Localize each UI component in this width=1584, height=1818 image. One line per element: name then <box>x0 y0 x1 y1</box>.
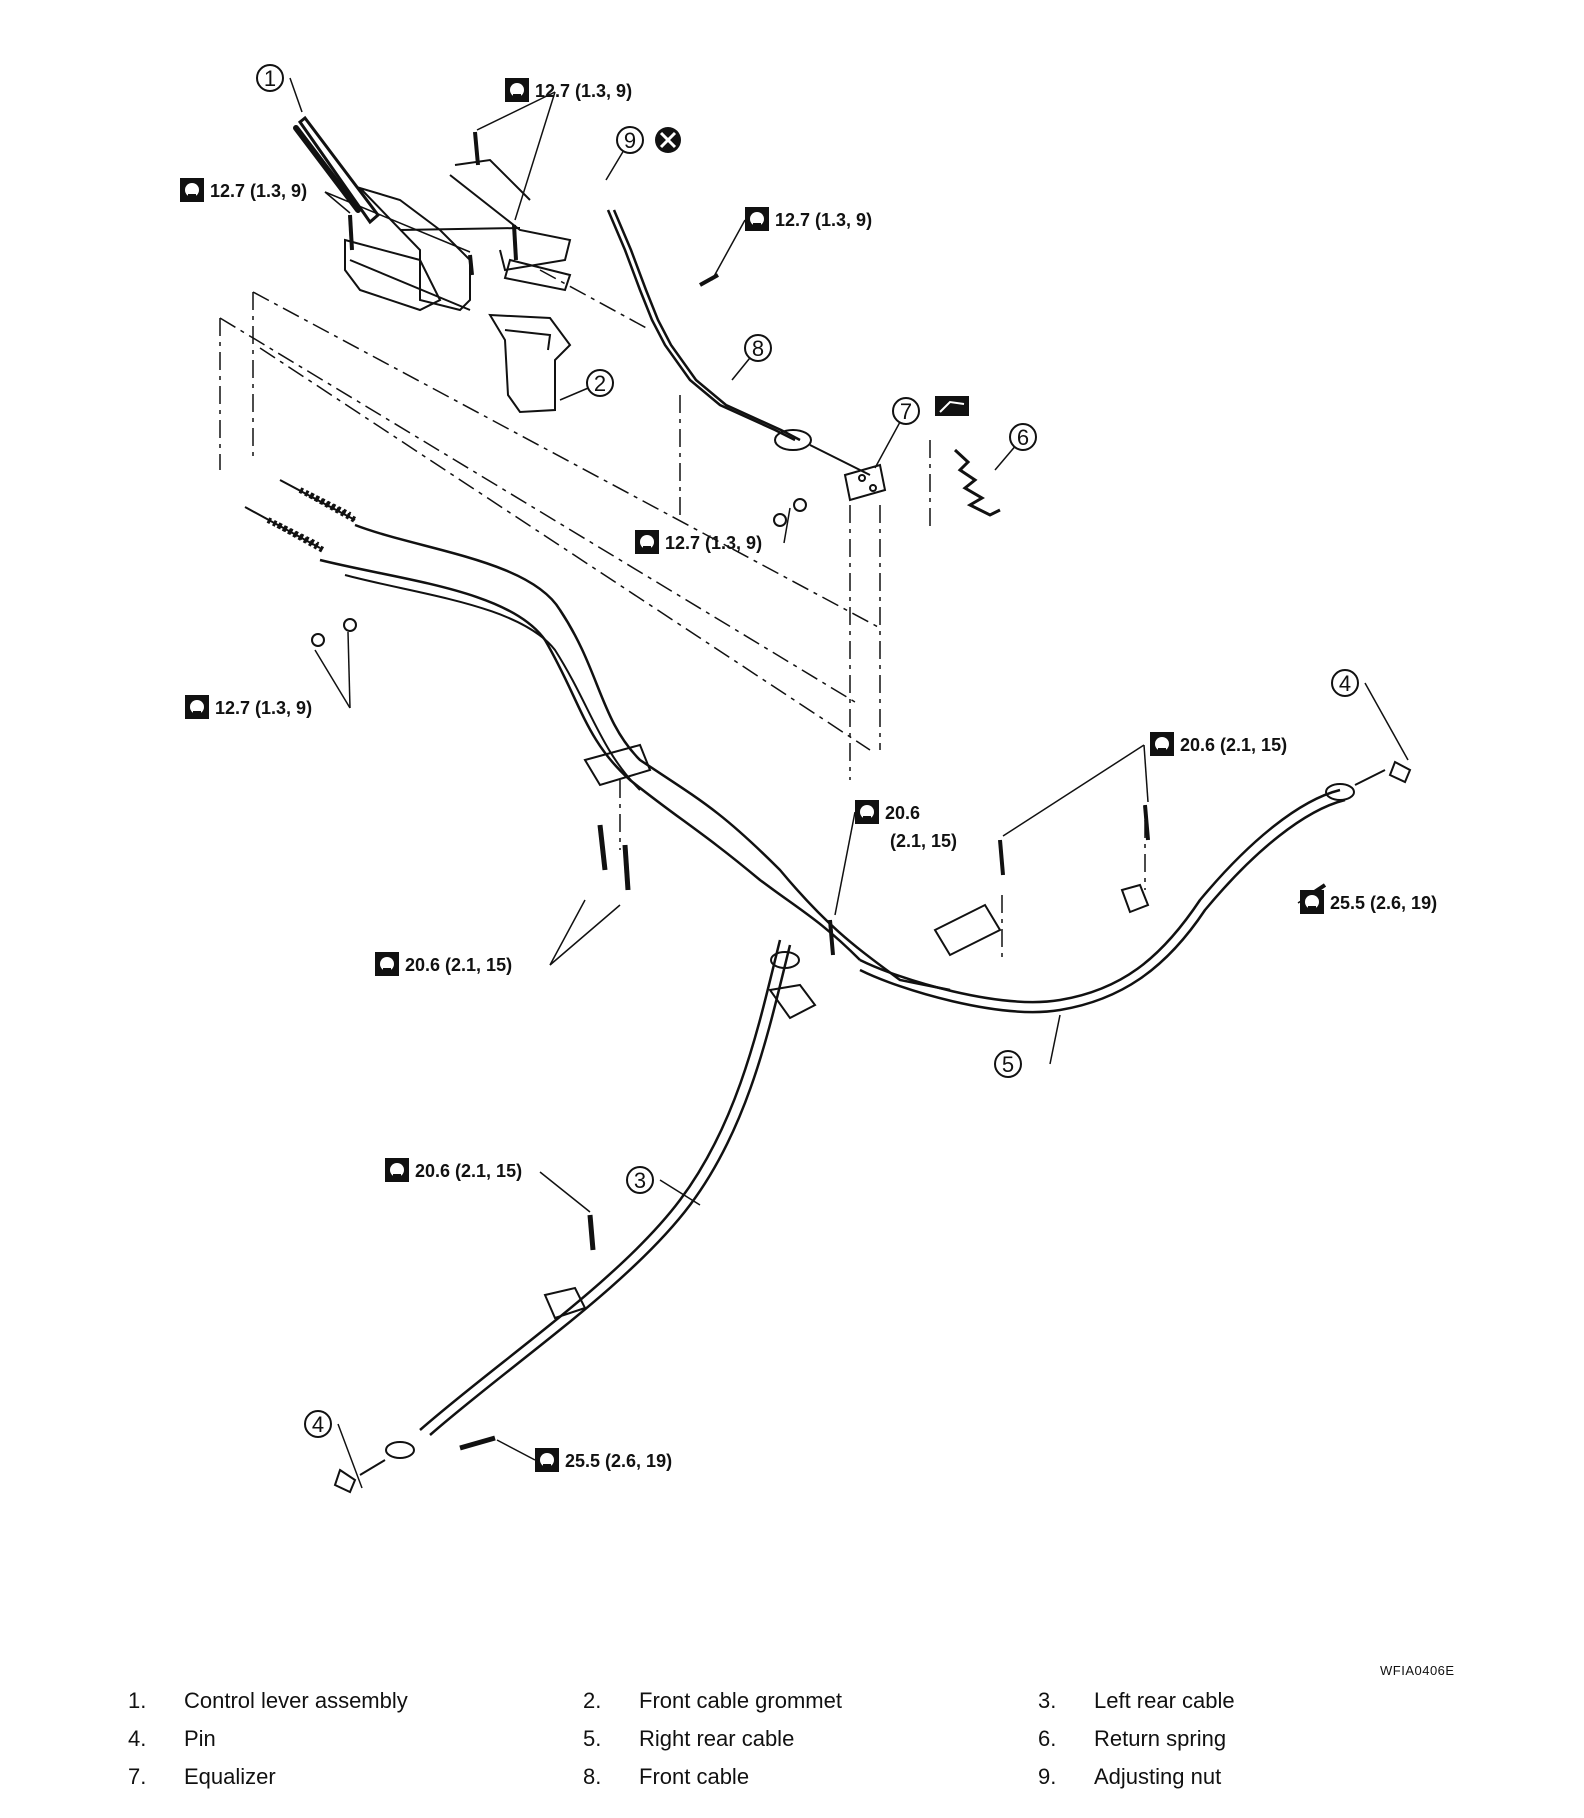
svg-text:5: 5 <box>1002 1052 1014 1077</box>
legend-item: 4.Pin <box>128 1726 216 1751</box>
legend-row: 4.Pin 5.Right rear cable 6.Return spring <box>128 1720 1528 1758</box>
callout-7: 7 <box>892 397 920 425</box>
equalizer <box>843 463 887 502</box>
callout-8: 8 <box>744 334 772 362</box>
torque-label-front-cable-nut: 12.7 (1.3, 9) <box>635 530 762 554</box>
legend-item: 2.Front cable grommet <box>583 1688 842 1713</box>
svg-text:(2.1, 15): (2.1, 15) <box>890 831 957 851</box>
torque-label-lever-top: 12.7 (1.3, 9) <box>505 78 632 102</box>
callout-4-rear: 4 <box>1331 669 1359 697</box>
torque-label-lever-left: 12.7 (1.3, 9) <box>180 178 307 202</box>
svg-text:12.7 (1.3, 9): 12.7 (1.3, 9) <box>535 81 632 101</box>
legend-row: 1.Control lever assembly 2.Front cable g… <box>128 1682 1528 1720</box>
svg-text:12.7 (1.3, 9): 12.7 (1.3, 9) <box>665 533 762 553</box>
leader-lines <box>289 77 1409 1489</box>
parts-legend: 1.Control lever assembly 2.Front cable g… <box>128 1682 1528 1796</box>
front-cable-grommet <box>488 313 572 414</box>
svg-text:20.6 (2.1, 15): 20.6 (2.1, 15) <box>415 1161 522 1181</box>
svg-text:4: 4 <box>1339 671 1351 696</box>
svg-text:12.7 (1.3, 9): 12.7 (1.3, 9) <box>775 210 872 230</box>
return-spring <box>953 448 1001 517</box>
torque-label-left-pin-bolt: 25.5 (2.6, 19) <box>535 1448 672 1472</box>
svg-text:25.5 (2.6, 19): 25.5 (2.6, 19) <box>1330 893 1437 913</box>
svg-text:4: 4 <box>312 1412 324 1437</box>
callout-3: 3 <box>626 1166 654 1194</box>
torque-label-right-bracket: 20.6 (2.1, 15) <box>1150 732 1287 756</box>
torque-label-rear-cable-nut: 12.7 (1.3, 9) <box>185 695 312 719</box>
front-cable <box>606 209 871 476</box>
svg-text:6: 6 <box>1017 425 1029 450</box>
torque-labels: 12.7 (1.3, 9) 12.7 (1.3, 9) 12.7 (1.3, 9… <box>180 78 1437 1472</box>
legend-item: 1.Control lever assembly <box>128 1688 408 1713</box>
legend-item: 9.Adjusting nut <box>1038 1764 1222 1789</box>
callout-6: 6 <box>1009 423 1037 451</box>
legend-item: 3.Left rear cable <box>1038 1688 1235 1713</box>
svg-text:25.5 (2.6, 19): 25.5 (2.6, 19) <box>565 1451 672 1471</box>
left-rear-cable <box>333 939 817 1494</box>
svg-text:12.7 (1.3, 9): 12.7 (1.3, 9) <box>210 181 307 201</box>
control-lever-assembly <box>293 115 572 312</box>
alignment-lines <box>219 269 1146 960</box>
callout-2: 2 <box>586 369 614 397</box>
svg-text:12.7 (1.3, 9): 12.7 (1.3, 9) <box>215 698 312 718</box>
parking-brake-exploded-diagram: 1 2 3 4 4 5 6 7 8 9 12.7 (1.3, 9) 12.7 (… <box>180 64 1437 1494</box>
torque-label-junction-bolts: 20.6 (2.1, 15) <box>375 952 512 976</box>
svg-text:1: 1 <box>264 66 276 91</box>
callout-9: 9 <box>616 126 644 154</box>
legend-item: 6.Return spring <box>1038 1726 1227 1751</box>
legend-row: 7.Equalizer 8.Front cable 9.Adjusting nu… <box>128 1758 1528 1796</box>
svg-text:9: 9 <box>624 128 636 153</box>
torque-label-front-cable-bolt: 12.7 (1.3, 9) <box>745 207 872 231</box>
callout-5: 5 <box>994 1050 1022 1078</box>
legend-item: 5.Right rear cable <box>583 1726 795 1751</box>
callouts: 1 2 3 4 4 5 6 7 8 9 <box>256 64 1359 1438</box>
svg-text:20.6 (2.1, 15): 20.6 (2.1, 15) <box>405 955 512 975</box>
right-rear-cable <box>859 760 1412 1014</box>
do-not-reuse-icon <box>655 127 681 153</box>
callout-1: 1 <box>256 64 284 92</box>
svg-text:20.6: 20.6 <box>885 803 920 823</box>
svg-text:7: 7 <box>900 399 912 424</box>
grease-icon <box>935 396 969 416</box>
callout-4-front: 4 <box>304 1410 332 1438</box>
svg-text:20.6 (2.1, 15): 20.6 (2.1, 15) <box>1180 735 1287 755</box>
torque-label-right-pin-bolt: 25.5 (2.6, 19) <box>1300 890 1437 914</box>
svg-text:8: 8 <box>752 336 764 361</box>
torque-label-center-bolt: 20.6 (2.1, 15) <box>855 800 957 851</box>
svg-text:3: 3 <box>634 1168 646 1193</box>
legend-item: 7.Equalizer <box>128 1764 276 1789</box>
bolts <box>311 131 1327 1451</box>
torque-label-left-bracket: 20.6 (2.1, 15) <box>385 1158 522 1182</box>
figure-id: WFIA0406E <box>1380 1663 1455 1678</box>
legend-item: 8.Front cable <box>583 1764 750 1789</box>
svg-text:2: 2 <box>594 371 606 396</box>
rear-cable-pair <box>244 479 951 992</box>
